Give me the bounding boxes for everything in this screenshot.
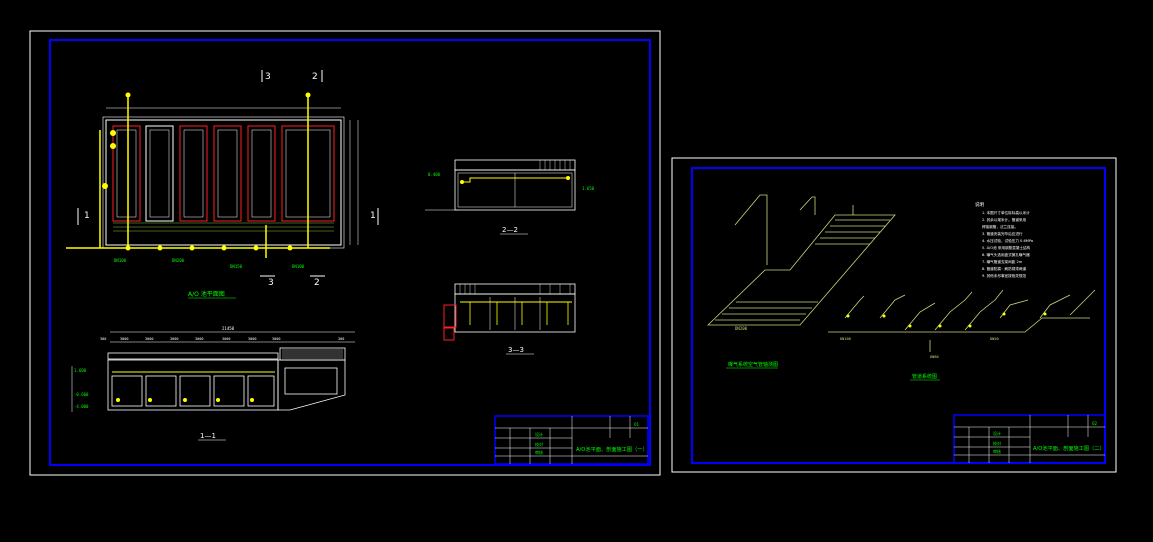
design-notes: 说明 1. 本图尺寸单位除标高以米计 2. 其余以毫米计。管道采用 焊接钢管，法… [975,201,1033,278]
section-11-dim-2: 3000 [120,337,128,341]
iso-pipe-system-right [828,289,1096,352]
note-1: 1. 本图尺寸单位除标高以米计 [982,210,1030,215]
iso-right-tag-2: DN80 [930,355,939,359]
section-markers-top: 3 2 3 2 1 1 [77,70,379,288]
sheet-2: DN200 曝气系统空气管轴测图 DN100 DN80 DN50 管道 [671,157,1117,473]
note-10: 9. 其他未尽事宜按相关规范 [982,273,1027,278]
section-mark-3-bottom: 3 [268,278,274,288]
note-2: 2. 其余以毫米计。管道采用 [982,217,1027,222]
ao-tank-plan: DN100 DN200 DN150 DN100 A/O 池平面图 [66,92,359,299]
iso-right-title: 管道系统图 [912,373,937,380]
note-6: 5. A/O池 采用钢筋混凝土结构 [982,245,1031,250]
section-11-dim-9: 300 [338,337,344,341]
sheet-2-border [671,157,1117,473]
elevation-1: 1.600 [74,368,87,373]
iso-right-tag-1: DN100 [840,337,851,341]
section-11-dim-1: 300 [100,337,106,341]
section-2-2: 0.400 1.650 2—2 [425,159,595,235]
tb1-label-3: 审核 [535,449,543,455]
elevation-22-a: 0.400 [428,172,441,177]
section-11-title: 1—1 [200,432,216,440]
note-3: 焊接钢管，法兰连接。 [982,224,1018,229]
plan-pipe-tag-2: DN200 [172,258,185,263]
tb2-drawing-no: 02 [1092,421,1098,426]
plan-air-header [66,95,330,258]
iso-left-tag: DN200 [735,326,748,331]
iso-left-title: 曝气系统空气管轴测图 [728,361,778,368]
sheet-2-frame [691,167,1106,464]
sheet-1: 3 2 3 2 1 1 [29,30,661,476]
plan-pipe-tag-3: DN150 [230,264,243,269]
iso-air-piping-left [707,194,896,326]
tb1-drawing-title: A/O池平面、剖面施工图（一） [576,445,648,453]
tb1-label-2: 校对 [535,441,543,447]
note-8: 7. 曝气管道支架间距 2m [982,259,1023,264]
plan-title: A/O 池平面图 [188,290,225,298]
iso-right-tag-3: DN50 [990,337,999,341]
tb1-label-1: 设计 [535,431,543,437]
tb2-label-1: 设计 [993,430,1001,436]
note-4: 3. 管道安装完毕后应进行 [982,231,1023,236]
section-22-title: 2—2 [502,226,518,234]
plan-pipe-tag-4: DN100 [292,264,305,269]
sheet-1-border [29,30,661,476]
note-5: 4. 水压试验，试验压力 0.6MPa [982,238,1033,243]
section-mark-1-right: 1 [370,211,376,221]
plan-tank-cells [112,125,335,222]
section-11-overall-dim: 21450 [222,326,235,331]
plan-outer-wall [105,119,342,246]
section-11-dim-7: 3000 [248,337,256,341]
note-9: 8. 管道防腐：刷防锈漆两道 [982,266,1027,271]
section-33-title: 3—3 [508,346,524,354]
elevation-3: -0.600 [74,392,89,397]
section-11-dim-8: 3000 [272,337,280,341]
title-block-sheet-2: 设计 校对 审核 02 A/O池平面、剖面施工图（二） [953,414,1106,464]
notes-heading: 说明 [975,201,984,208]
sheet-1-frame [49,39,651,466]
tb2-drawing-title: A/O池平面、剖面施工图（二） [1033,444,1105,452]
section-mark-1-left: 1 [84,211,90,221]
note-7: 6. 曝气头选用盘式微孔曝气器 [982,252,1030,257]
tb2-label-3: 审核 [993,448,1001,454]
section-11-dim-4: 3000 [170,337,178,341]
elevation-2: -4.000 [74,404,89,409]
section-3-3: 3—3 [443,283,576,355]
tb2-label-2: 校对 [993,440,1001,446]
section-11-dim-5: 3000 [195,337,203,341]
plan-pipe-tag-1: DN100 [114,258,127,263]
title-block-sheet-1: 设计 校对 审核 01 A/O池平面、剖面施工图（一） [494,415,649,465]
tb1-drawing-no: 01 [634,422,640,427]
elevation-22-b: 1.650 [582,186,595,191]
section-1-1: 21450 300 3000 3000 3000 3000 3000 3000 … [71,326,355,441]
section-11-dim-3: 3000 [145,337,153,341]
section-11-dim-6: 3000 [222,337,230,341]
section-mark-2-bottom: 2 [314,278,320,288]
section-mark-2-top: 2 [312,72,318,82]
section-mark-3-top: 3 [265,72,271,82]
